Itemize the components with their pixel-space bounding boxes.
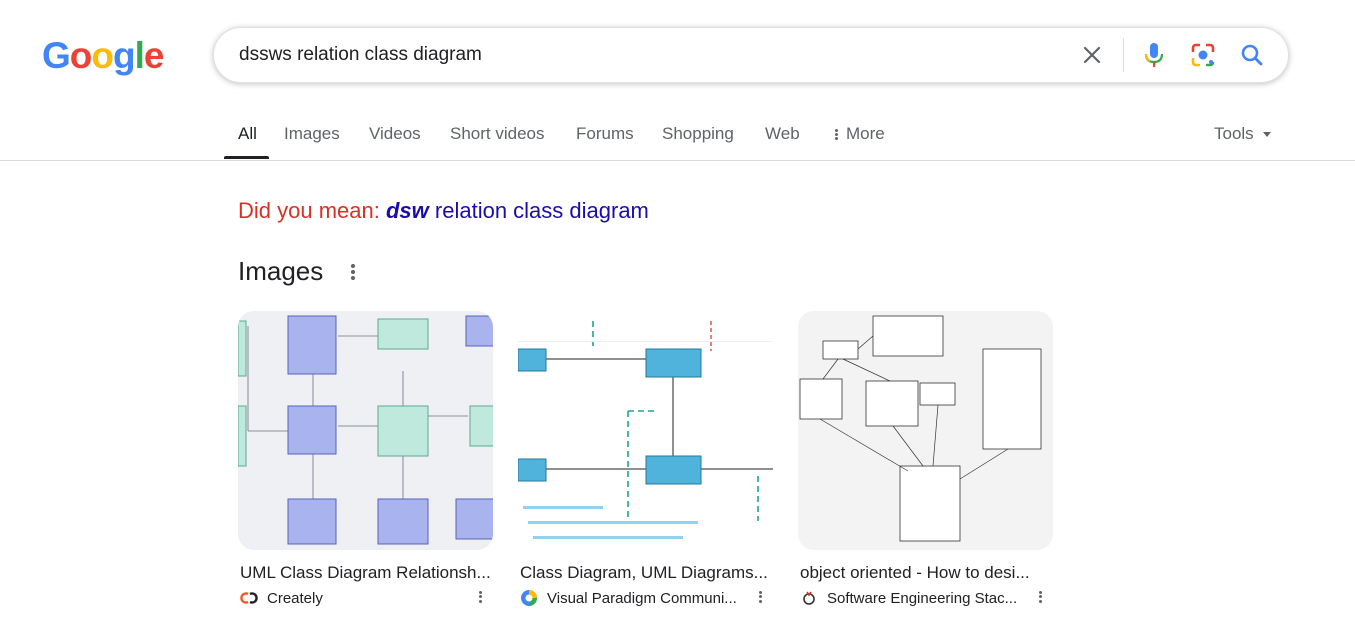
creately-icon (240, 589, 258, 607)
more-vert-icon[interactable] (1035, 589, 1045, 607)
more-vert-icon[interactable] (755, 589, 765, 607)
tabs-divider (0, 160, 1355, 161)
image-result-3[interactable]: object oriented - How to desi... Softwar… (798, 311, 1053, 607)
google-logo[interactable]: Google (42, 35, 164, 76)
microphone-icon[interactable] (1140, 41, 1168, 69)
result-title[interactable]: Class Diagram, UML Diagrams... (520, 563, 768, 582)
result-thumbnail[interactable] (238, 311, 493, 550)
more-vert-icon[interactable] (345, 262, 361, 282)
search-input[interactable]: dssws relation class diagram (239, 44, 482, 65)
tab-forums[interactable]: Forums (576, 124, 634, 143)
stack-exchange-icon (800, 589, 818, 607)
tab-web[interactable]: Web (765, 124, 800, 143)
caret-down-icon (1262, 132, 1271, 138)
did-you-mean: Did you mean: dsw relation class diagram (238, 198, 649, 224)
result-thumbnail[interactable] (798, 311, 1053, 550)
image-result-2[interactable]: Class Diagram, UML Diagrams... Visual Pa… (518, 311, 773, 607)
image-result-1[interactable]: UML Class Diagram Relationsh... Creately (238, 311, 493, 607)
result-source[interactable]: Visual Paradigm Communi... (518, 589, 773, 607)
result-title[interactable]: object oriented - How to desi... (800, 563, 1030, 582)
search-box[interactable]: dssws relation class diagram (213, 27, 1289, 83)
did-you-mean-label: Did you mean: (238, 198, 380, 223)
tab-more[interactable]: More (834, 124, 885, 144)
clear-icon[interactable] (1078, 41, 1106, 69)
tab-shopping[interactable]: Shopping (662, 124, 734, 143)
active-tab-indicator (224, 156, 269, 159)
did-you-mean-link[interactable]: dsw relation class diagram (385, 198, 649, 223)
result-source[interactable]: Software Engineering Stac... (798, 589, 1053, 607)
result-source[interactable]: Creately (238, 589, 493, 607)
images-heading: Images (238, 256, 324, 286)
search-tabs: All Images Videos Short videos Forums Sh… (224, 118, 1355, 160)
tab-images[interactable]: Images (284, 124, 340, 143)
search-divider (1123, 38, 1124, 72)
tab-videos[interactable]: Videos (369, 124, 421, 143)
tools-button[interactable]: Tools (1214, 124, 1271, 144)
more-vert-icon (834, 128, 838, 141)
lens-icon[interactable] (1189, 41, 1217, 69)
more-vert-icon[interactable] (475, 589, 485, 607)
tab-all[interactable]: All (238, 124, 257, 143)
search-icon[interactable] (1238, 41, 1266, 69)
tab-short-videos[interactable]: Short videos (450, 124, 545, 143)
visual-paradigm-icon (520, 589, 538, 607)
result-thumbnail[interactable] (518, 311, 773, 550)
result-title[interactable]: UML Class Diagram Relationsh... (240, 563, 491, 582)
